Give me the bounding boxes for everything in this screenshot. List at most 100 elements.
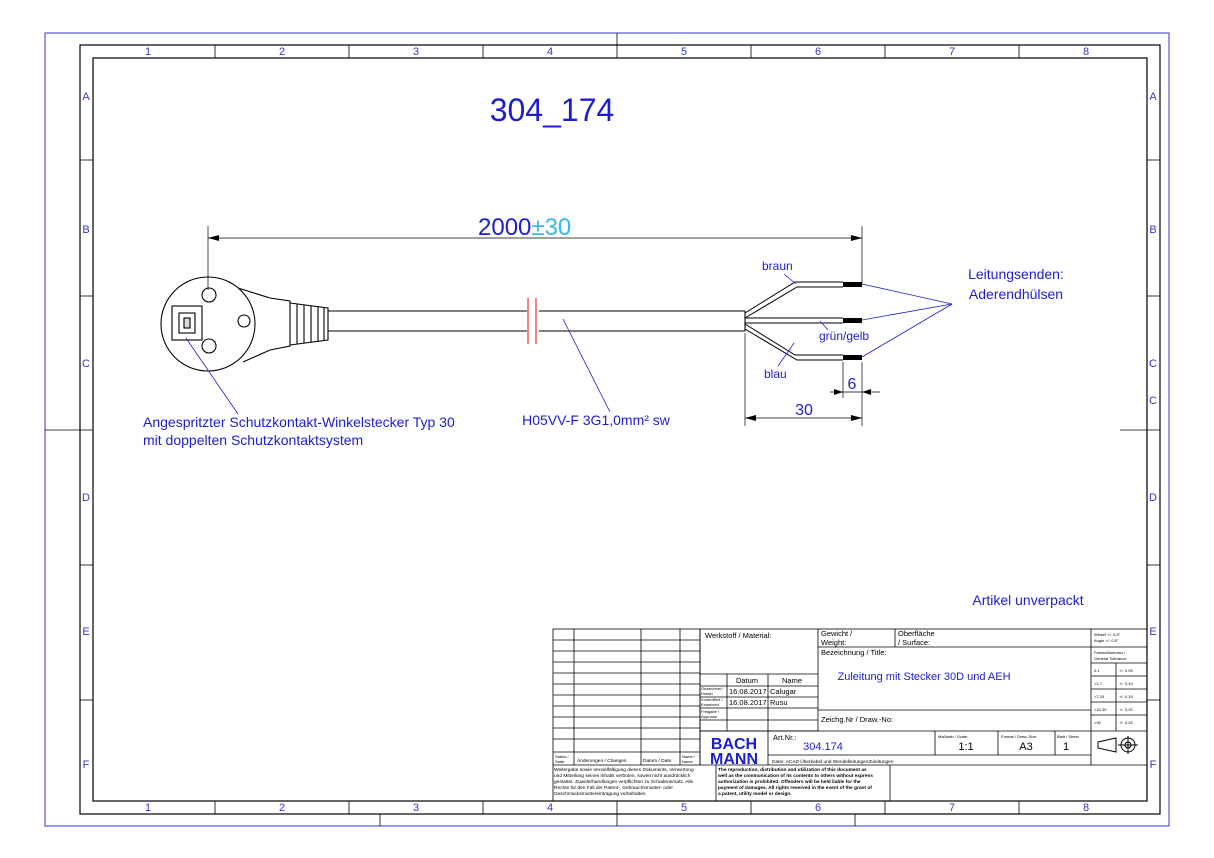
length-value: 2000 <box>478 214 531 241</box>
strip-dimensions <box>744 333 880 426</box>
sheet-label: Blatt / Sheet <box>1057 734 1080 739</box>
plug-note-line2: mit doppelten Schutzkontaktsystem <box>143 432 363 448</box>
sheet-value: 1 <box>1063 741 1069 753</box>
cable <box>328 310 746 332</box>
status-label-1: Status / <box>555 754 569 759</box>
company-logo-line2: MANN <box>710 751 758 768</box>
unpacked-note: Artikel unverpackt <box>972 592 1083 608</box>
zone-col-7-bottom: 7 <box>949 802 955 814</box>
notice-de-3: Rechte für den Fall der Patent-, Gebrauc… <box>554 785 673 791</box>
inner-frame <box>79 44 1161 815</box>
zone-col-1-top: 1 <box>145 46 151 58</box>
tolerance-general-1: Freimaßtoleranz / <box>1094 650 1126 655</box>
checked-label-2: Examined <box>701 702 719 707</box>
wire-label-green-yellow: grün/gelb <box>819 329 869 343</box>
tolerance-value-3: +/- 0,20 <box>1119 707 1133 712</box>
wire-ends-note-line2: Aderendhülsen <box>969 286 1063 302</box>
tolerance-range-3: >15-30 <box>1094 707 1107 712</box>
tolerance-value-4: +/- 0,25 <box>1119 720 1133 725</box>
wire-label-brown: braun <box>762 259 793 273</box>
zone-col-1-bottom: 1 <box>145 802 151 814</box>
file-text: Datei: ACAD Überkabel und Wendelleitunge… <box>772 758 894 765</box>
notice-en-4: a patent, utility model or design. <box>718 791 792 797</box>
angled-plug <box>160 276 329 372</box>
notice-en-1: well as the communication of its content… <box>717 773 873 779</box>
zone-row-b-right: B <box>1149 224 1156 236</box>
ferrule-blue <box>843 355 862 360</box>
change-name-label-1: Name / <box>682 754 696 759</box>
approval-label-1: Freigabe / <box>701 709 720 714</box>
tolerance-value-0: +/- 0,05 <box>1119 668 1133 673</box>
ferrule-length-label: 6 <box>848 376 857 393</box>
wire-blue <box>744 323 843 361</box>
zone-row-f-left: F <box>83 759 90 771</box>
ferrules <box>843 282 862 360</box>
tolerance-angle: Winkel +/- 0,5° <box>1094 632 1121 637</box>
zone-col-6-bottom: 6 <box>815 802 821 814</box>
zone-row-e-left: E <box>82 626 89 638</box>
checked-name: Rusu <box>770 698 788 707</box>
tolerance-value-1: +/- 0,10 <box>1119 681 1133 686</box>
weight-label-1: Gewicht / <box>821 629 853 638</box>
format-label: Format / Draw.-Size <box>1001 734 1037 739</box>
tolerance-range-4: >30 <box>1094 720 1102 725</box>
zone-row-d-left: D <box>82 492 90 504</box>
zone-row-c2-right: C <box>1149 395 1157 407</box>
wire-leader-green-yellow <box>819 320 829 331</box>
zone-row-b-left: B <box>82 224 89 236</box>
zone-row-f-right: F <box>1150 759 1157 771</box>
cable-spec-note: H05VV-F 3G1,0mm² sw <box>522 412 671 428</box>
notice-de-4: Geschmacksmustereintragung vorbehalten. <box>554 791 647 797</box>
zone-col-8-top: 8 <box>1083 46 1089 58</box>
zone-col-8-bottom: 8 <box>1083 802 1089 814</box>
wire-leader-blue <box>777 342 795 367</box>
cable-leader <box>562 318 611 413</box>
wire-green-yellow <box>745 317 843 324</box>
zone-col-3-bottom: 3 <box>413 802 419 814</box>
zone-tick-marks <box>80 45 1160 814</box>
zone-row-d-right: D <box>1149 492 1157 504</box>
notice-en-0: The reproduction, distribution and utili… <box>718 767 867 773</box>
strip-length-label: 30 <box>795 402 813 419</box>
art-no-label: Art.Nr.: <box>773 733 796 742</box>
zone-row-e-right: E <box>1149 626 1156 638</box>
projection-symbol-icon <box>1097 736 1138 754</box>
wire-ends-leaders <box>861 283 953 358</box>
art-no-value: 304.174 <box>803 741 843 753</box>
approval-label-2: Approval <box>701 714 717 719</box>
centering-marks <box>45 33 1160 826</box>
drawn-label-1: Gezeichnet / <box>701 686 724 691</box>
notice-en-3: payment of damages. All rights reserved … <box>718 785 872 791</box>
tolerance-general-2: General Tolerance <box>1094 656 1127 661</box>
format-value: A3 <box>1019 741 1032 753</box>
zone-col-5-top: 5 <box>681 46 687 58</box>
material-label: Werkstoff / Material: <box>705 631 771 640</box>
drawn-label-2: Drawn <box>701 691 713 696</box>
scale-value: 1:1 <box>958 741 973 753</box>
notice-de-1: und Mitteilung seines Inhalts verboten, … <box>554 773 691 779</box>
length-dimension-label: 2000±30 <box>478 214 571 241</box>
wire-leader-brown <box>783 273 797 285</box>
zone-row-c-left: C <box>82 358 90 370</box>
tolerance-angle-en: Angle +/- 0,5° <box>1094 638 1119 643</box>
title-block: Werkstoff / Material: Gewicht / Weight: … <box>552 628 1148 802</box>
surface-label-2: / Surface: <box>898 638 930 647</box>
zone-col-2-top: 2 <box>279 46 285 58</box>
length-dimension: 2000±30 <box>207 214 863 290</box>
length-tolerance: ±30 <box>531 214 571 241</box>
zone-col-5-bottom: 5 <box>681 802 687 814</box>
cable-break-mark <box>527 298 537 344</box>
wire-ends-note-line1: Leitungsenden: <box>968 266 1064 282</box>
tolerance-range-2: >7-15 <box>1094 694 1105 699</box>
weight-label-2: Weight: <box>821 638 846 647</box>
zone-row-a-left: A <box>82 91 90 103</box>
status-label-2: State <box>555 759 565 764</box>
plug-leader <box>185 337 239 415</box>
zone-col-3-top: 3 <box>413 46 419 58</box>
drawing-title: 304_174 <box>490 92 615 128</box>
checked-label-1: Kontrolliert / <box>701 697 723 702</box>
drawn-date: 16.08.2017 <box>729 687 767 696</box>
notice-de-0: Weitergabe sowie Vervielfältigung dieses… <box>554 767 694 773</box>
tolerance-range-0: 0-1 <box>1094 668 1101 673</box>
